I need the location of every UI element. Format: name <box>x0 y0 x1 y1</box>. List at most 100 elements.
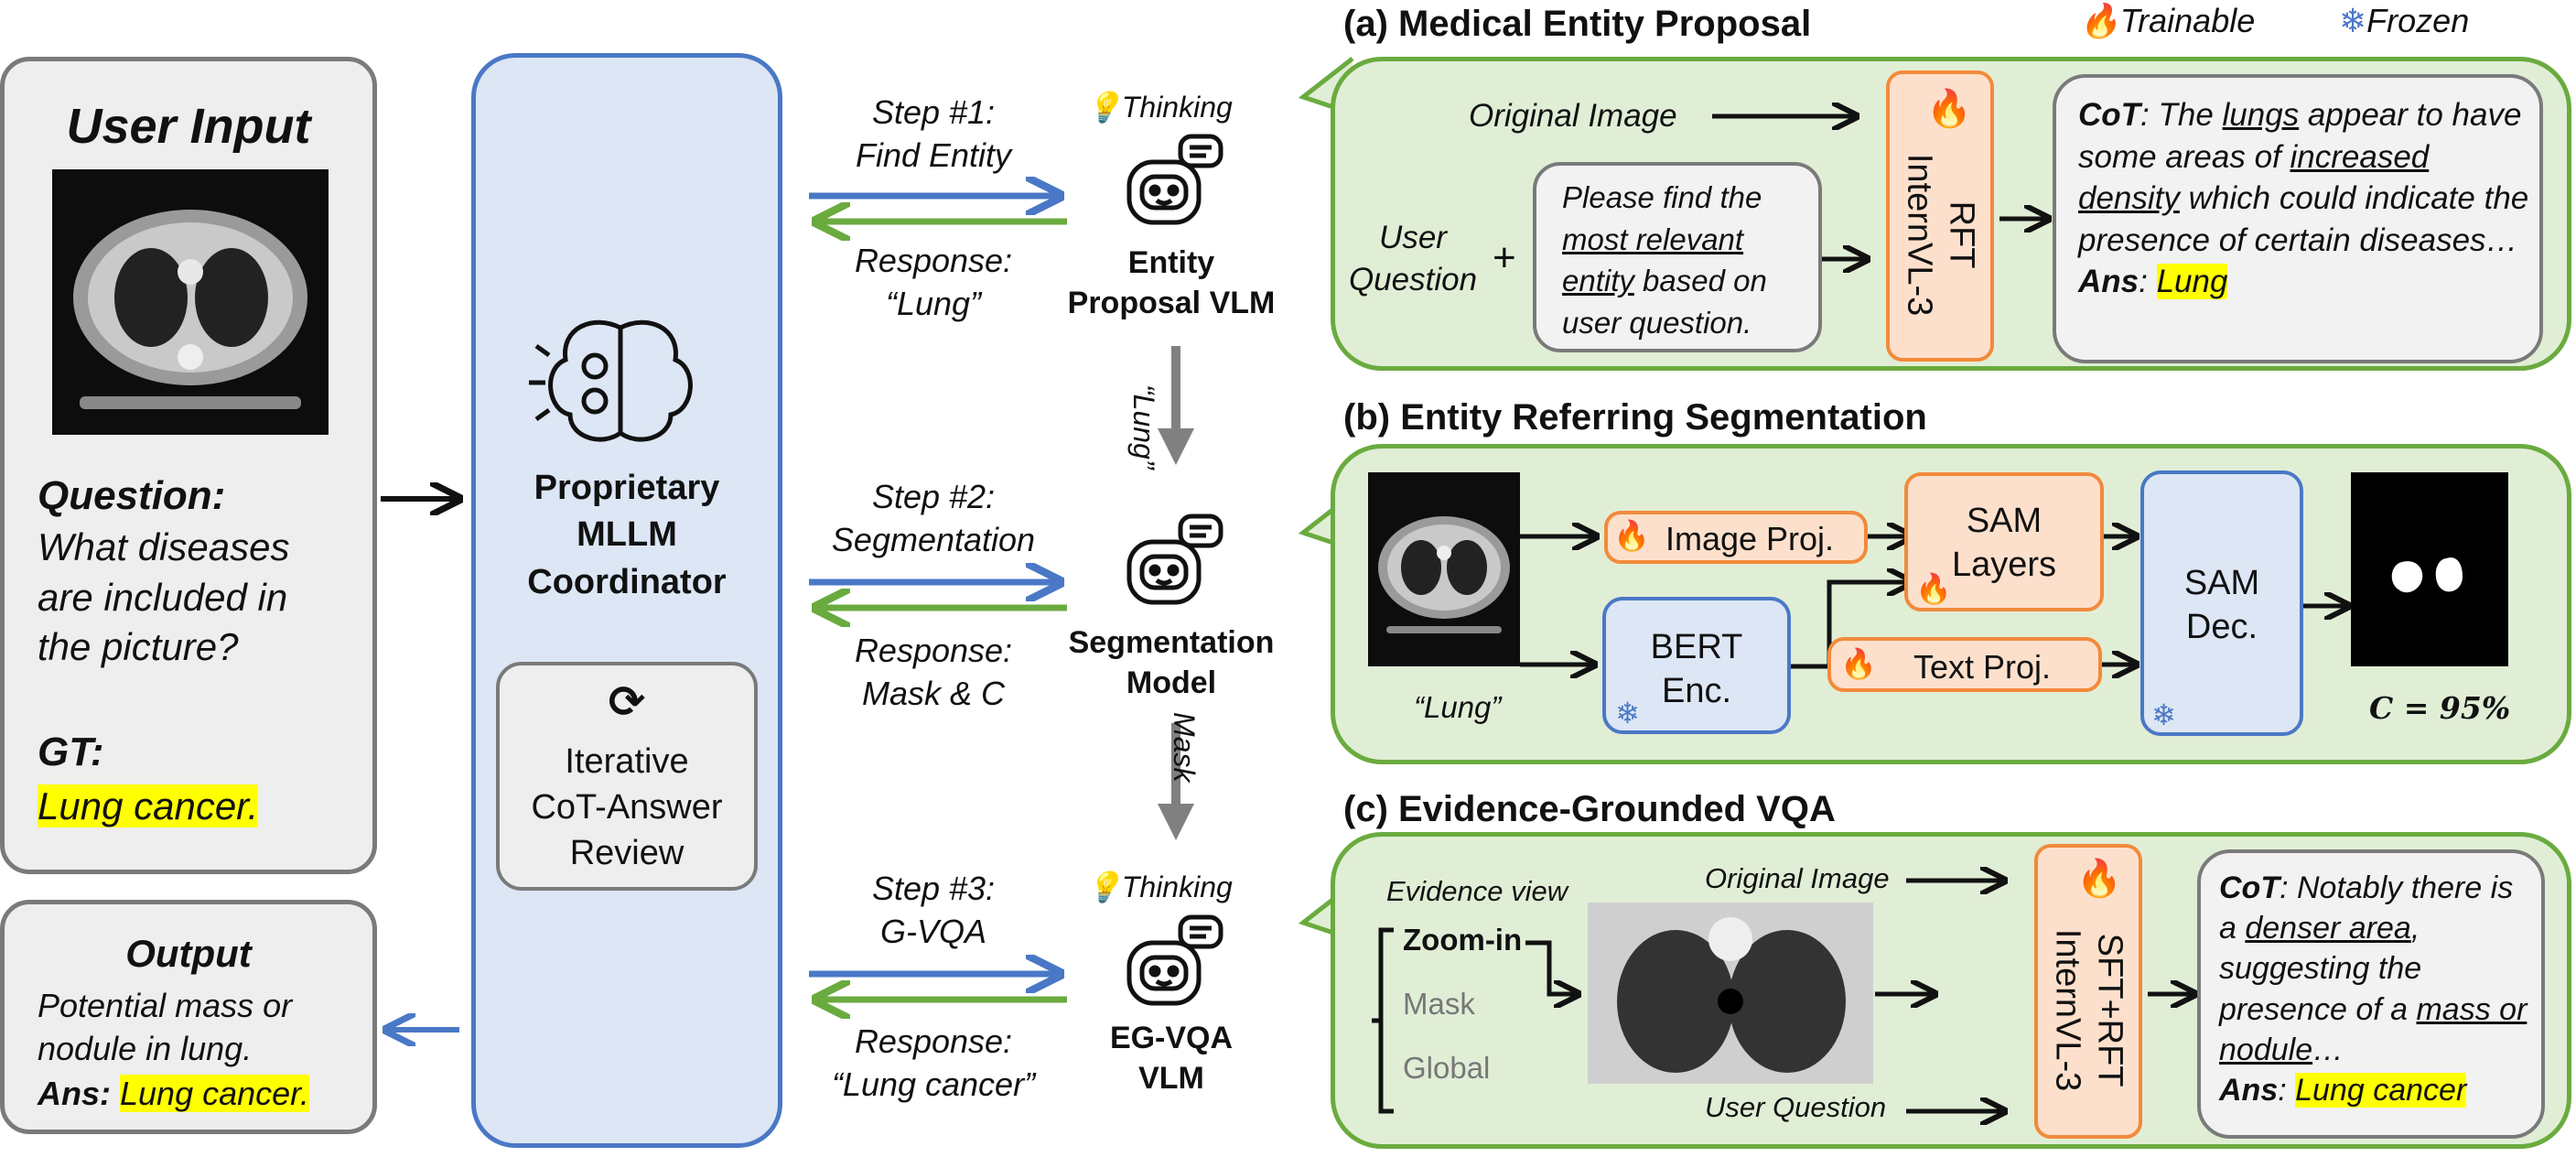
prompt-line3b: based on <box>1633 264 1767 298</box>
lung-down-label: “Lung” <box>1127 384 1160 470</box>
image-proj-box: 🔥 Image Proj. <box>1604 511 1868 564</box>
pc-cot-label: CoT <box>2219 870 2280 905</box>
sam-layers-box: SAM Layers 🔥 <box>1904 472 2104 611</box>
model2-line1: Segmentation <box>1068 625 1275 660</box>
pa-cot-4: increased density <box>2078 138 2430 217</box>
flame-icon: 🔥 <box>1840 647 1877 680</box>
sam-layers-line1: SAM <box>1966 502 2042 540</box>
output-answer: Ans: Lung cancer. <box>38 1075 309 1113</box>
panel-a: Original Image User Question + Please fi… <box>1331 57 2571 371</box>
thinking-badge-1: 💡Thinking <box>1085 90 1233 124</box>
gt-highlight: Lung cancer. <box>38 784 259 827</box>
entity-proposal-vlm-label: Entity Proposal VLM <box>1052 243 1290 323</box>
bert-enc-label: BERT Enc. <box>1606 626 1787 713</box>
robot-icon-1 <box>1118 133 1228 233</box>
mask-down-arrow <box>1158 723 1194 840</box>
user-input-title: User Input <box>66 99 311 154</box>
pa-ans-label: Ans <box>2078 264 2139 299</box>
step2-number: Step #2: <box>871 478 996 515</box>
prompt-line2: most relevant <box>1562 222 1744 256</box>
pa-cot-5: which could indicate the presence of cer… <box>2078 180 2529 258</box>
model3-line2: VLM <box>1138 1061 1204 1097</box>
input-to-coordinator-arrow <box>381 476 467 522</box>
flame-icon: 🔥 <box>1926 89 1972 129</box>
panel-a-model-text: RFT InternVL-3 <box>1898 93 1981 377</box>
sam-dec-line2: Dec. <box>2185 607 2258 646</box>
step1-label: Step #1: Find Entity <box>796 92 1071 178</box>
question-label: Question: <box>38 473 226 518</box>
step1-number: Step #1: <box>871 93 996 131</box>
panel-c-question-arrow <box>1906 1093 2016 1130</box>
step2-response-value: Mask & C <box>861 674 1006 712</box>
pa-model-line1: RFT <box>1942 200 1981 269</box>
sam-dec-box: SAM Dec. ❄ <box>2140 470 2303 736</box>
step3-response-label: Response: <box>854 1022 1013 1060</box>
review-line2: CoT-Answer <box>531 788 723 827</box>
lightbulb-icon: 💡 <box>1085 91 1122 124</box>
prompt-line3: entity based on <box>1562 260 1818 302</box>
step3-response-value: “Lung cancer” <box>831 1065 1036 1103</box>
review-line3: Review <box>569 834 684 873</box>
step3-number: Step #3: <box>871 870 996 907</box>
pc-cot-1: : Notably there is a <box>2219 870 2514 946</box>
output-ans-label: Ans: <box>38 1075 111 1112</box>
pc-ans-label: Ans <box>2219 1072 2279 1108</box>
coordinator-title-line1: Proprietary <box>534 469 720 507</box>
step3-label: Step #3: G-VQA <box>796 868 1071 954</box>
step1-response-label: Response: <box>854 242 1013 279</box>
coordinator-to-output-arrow <box>375 1007 459 1053</box>
ct-scan-image <box>52 169 329 435</box>
robot-icon-2 <box>1118 513 1228 613</box>
bert-line1: BERT <box>1650 628 1743 666</box>
flame-icon: 🔥 <box>2079 2 2120 39</box>
panel-c-user-question: User Question <box>1705 1091 1887 1123</box>
question-text: What diseases are included in the pictur… <box>38 525 290 669</box>
pc-ans: Lung cancer <box>2295 1072 2467 1108</box>
review-box: ⟳ Iterative CoT-Answer Review <box>496 662 758 891</box>
pc-model-line1: SFT+RFT <box>2090 933 2129 1087</box>
zoomed-lung-image <box>1588 903 1873 1084</box>
zoom-in-option: Zoom-in <box>1403 923 1523 957</box>
step1-response-value: “Lung” <box>885 284 982 322</box>
global-option: Global <box>1403 1051 1491 1085</box>
flame-icon: 🔥 <box>2076 859 2122 899</box>
coordinator-title-line3: Coordinator <box>527 562 727 601</box>
step3-response: Response: “Lung cancer” <box>796 1021 1071 1107</box>
thinking-badge-3: 💡Thinking <box>1085 870 1233 904</box>
panel-c-original-arrow <box>1906 862 2016 899</box>
step3-request-arrow <box>809 952 1067 1043</box>
sam-layers-line2: Layers <box>1951 545 2057 584</box>
step2-action: Segmentation <box>831 520 1036 558</box>
coordinator-panel: Proprietary MLLM Coordinator ⟳ Iterative… <box>471 53 782 1148</box>
model1-line1: Entity <box>1127 245 1215 280</box>
panel-c-title: (c) Evidence-Grounded VQA <box>1343 789 1836 829</box>
prompt-line4: user question. <box>1562 305 1752 340</box>
pa-uq-line2: Question <box>1348 261 1478 297</box>
bert-enc-box: BERT Enc. ❄ <box>1602 597 1791 734</box>
review-line1: Iterative <box>565 742 689 781</box>
panel-c: Evidence view Zoom-in Mask Global Origin… <box>1331 832 2571 1149</box>
panel-a-title: (a) Medical Entity Proposal <box>1343 4 1812 44</box>
pa-cot-3: appear to have some areas of <box>2078 97 2522 175</box>
bert-line2: Enc. <box>1661 671 1732 710</box>
sam-layers-label: SAM Layers <box>1908 500 2100 587</box>
panel-b-ct-image <box>1368 472 1520 666</box>
legend-frozen-label: Frozen <box>2366 2 2470 39</box>
panel-c-model-box: 🔥 SFT+RFT InternVL-3 <box>2034 844 2142 1139</box>
sam-dec-line1: SAM <box>2183 564 2260 602</box>
pc-cot-3: , suggesting the presence of a <box>2219 911 2422 1027</box>
panel-a-user-question: User Question <box>1344 217 1482 300</box>
output-ans-highlight: Lung cancer. <box>120 1075 309 1112</box>
panel-a-original-image: Original Image <box>1469 98 1677 134</box>
panel-b: “Lung” 🔥 Image Proj. BERT Enc. ❄ 🔥 Text … <box>1331 444 2571 764</box>
prompt-line3a: entity <box>1562 264 1634 298</box>
model3-line1: EG-VQA <box>1109 1021 1234 1055</box>
step2-label: Step #2: Segmentation <box>796 476 1071 562</box>
coordinator-title: Proprietary MLLM Coordinator <box>476 465 778 606</box>
pa-model-line2: InternVL-3 <box>1901 153 1939 317</box>
lightbulb-icon: 💡 <box>1085 870 1122 903</box>
snowflake-icon: ❄ <box>1615 697 1640 730</box>
step2-response-label: Response: <box>854 632 1013 669</box>
text-proj-box: 🔥 Text Proj. <box>1827 637 2102 692</box>
mask-output-image <box>2351 472 2508 666</box>
